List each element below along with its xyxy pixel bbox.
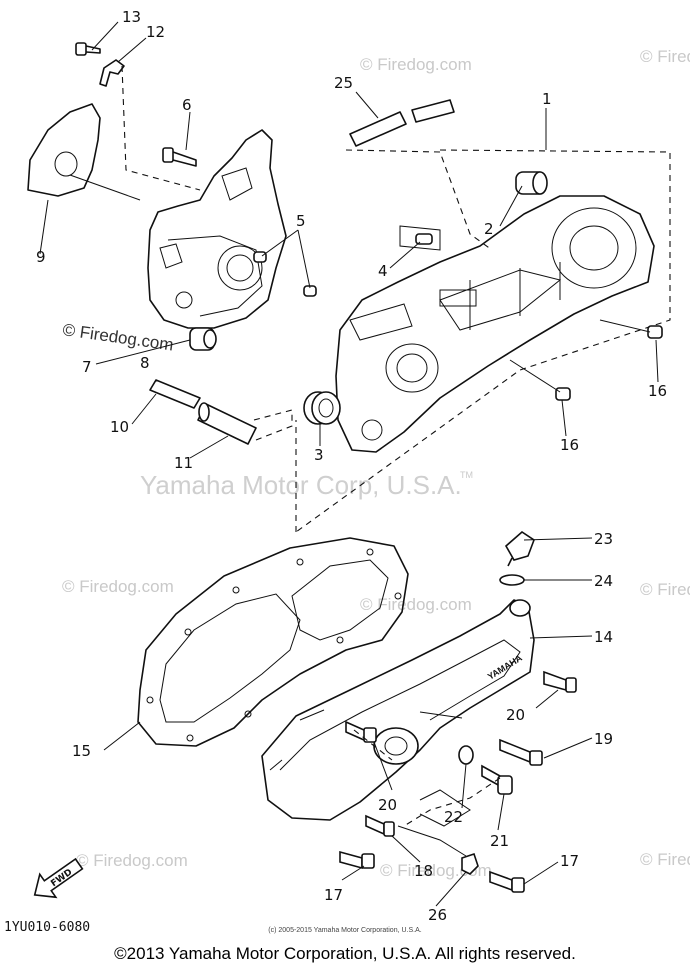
callout-16: 16 [560, 436, 579, 454]
center-watermark: Yamaha Motor Corp, U.S.A. [140, 470, 462, 500]
diagram-code: 1YU010-6080 [4, 920, 91, 935]
callout-10: 10 [110, 418, 129, 436]
callout-7: 7 [82, 358, 92, 376]
washer-22 [458, 745, 474, 765]
bushing-2 [515, 171, 548, 195]
callout-18: 18 [414, 862, 433, 880]
oring-24 [499, 574, 525, 586]
bolt-18 [365, 814, 395, 837]
callout-2: 2 [484, 220, 494, 238]
bearing-3 [303, 391, 341, 425]
callout-22: 22 [444, 808, 463, 826]
callout-19: 19 [594, 730, 613, 748]
leader-lines [39, 21, 659, 907]
bolt-13 [75, 42, 101, 56]
site-watermark: © Firedog.com [360, 595, 472, 614]
bearing-7 [189, 327, 217, 351]
callout-23: 23 [594, 530, 613, 548]
cover-logo: YAMAHA [486, 652, 525, 681]
bolt-17-left [339, 850, 375, 870]
callout-21: 21 [490, 832, 509, 850]
pin-10 [149, 379, 201, 409]
callout-17: 17 [324, 886, 343, 904]
bolt-20b [345, 721, 377, 743]
left-crankcase-group [27, 42, 317, 445]
site-watermark: © Firedog.com [640, 580, 690, 599]
pipe-11 [197, 402, 257, 445]
callout-1: 1 [542, 90, 552, 108]
callout-3: 3 [314, 446, 324, 464]
callout-20: 20 [378, 796, 397, 814]
gasket-15 [137, 537, 409, 747]
cap-23 [504, 530, 535, 567]
callout-5: 5 [296, 212, 306, 230]
bolt-6 [162, 147, 197, 167]
clip-12 [99, 59, 125, 87]
crankcase-left [147, 129, 287, 329]
callout-labels: 13 12 6 9 5 7 8 10 11 25 1 2 4 16 16 3 2… [36, 8, 667, 924]
right-crankcase-group [295, 99, 671, 533]
callout-12: 12 [146, 23, 165, 41]
callout-15: 15 [72, 742, 91, 760]
callout-26: 26 [428, 906, 447, 924]
crankcase-cover-14 [261, 599, 535, 821]
callout-8: 8 [140, 354, 150, 372]
dowel-16 [647, 325, 663, 339]
site-watermark: © Firedog.com [640, 47, 690, 66]
bolt-19 [499, 738, 543, 766]
callout-14: 14 [594, 628, 613, 646]
small-credit: (c) 2005-2015 Yamaha Motor Corporation, … [268, 927, 422, 934]
callout-17: 17 [560, 852, 579, 870]
bolt-17-right [489, 870, 525, 893]
callout-25: 25 [334, 74, 353, 92]
tm-mark: TM [460, 470, 473, 480]
site-watermark: © Firedog.com [360, 55, 472, 74]
bolt-21 [481, 764, 513, 795]
callout-24: 24 [594, 572, 613, 590]
callout-9: 9 [36, 248, 46, 266]
callout-13: 13 [122, 8, 141, 26]
clamp-26 [461, 852, 479, 875]
hose-25 [349, 99, 455, 147]
bolt-20 [543, 670, 577, 693]
callout-11: 11 [174, 454, 193, 472]
callout-16: 16 [648, 382, 667, 400]
dowel-16 [555, 387, 571, 401]
site-watermark: © Firedog.com [62, 577, 174, 596]
site-watermark: © Firedog.com [640, 850, 690, 869]
site-watermark-dark: © Firedog.com [61, 320, 174, 354]
dowel-4 [415, 233, 433, 245]
copyright-footer: ©2013 Yamaha Motor Corporation, U.S.A. A… [114, 944, 576, 963]
callout-20: 20 [506, 706, 525, 724]
crankcase-right [335, 195, 655, 453]
watermarks: Yamaha Motor Corp, U.S.A. TM © Firedog.c… [62, 47, 690, 880]
site-watermark: © Firedog.com [76, 851, 188, 870]
cover-group: YAMAHA [137, 530, 577, 893]
plate-9 [27, 103, 101, 197]
callout-6: 6 [182, 96, 192, 114]
callout-4: 4 [378, 262, 388, 280]
